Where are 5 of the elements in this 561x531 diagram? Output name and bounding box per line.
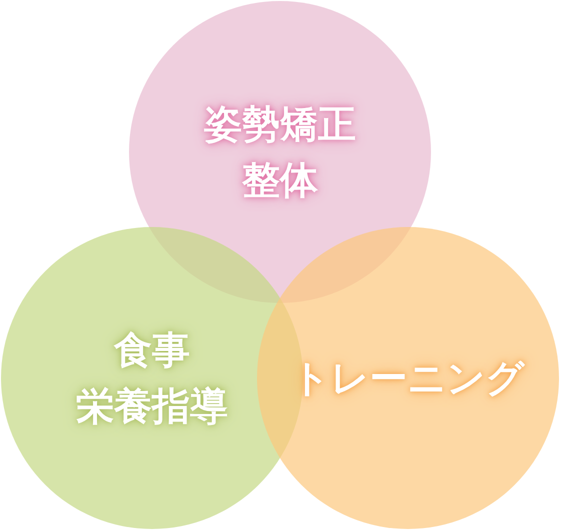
circle-label: トレーニング: [292, 354, 524, 402]
circle-label: 整体: [242, 156, 318, 204]
circle-label: 栄養指導: [76, 382, 228, 430]
circle-label: 食事: [114, 326, 190, 374]
circle-label: 姿勢矯正: [204, 100, 356, 148]
